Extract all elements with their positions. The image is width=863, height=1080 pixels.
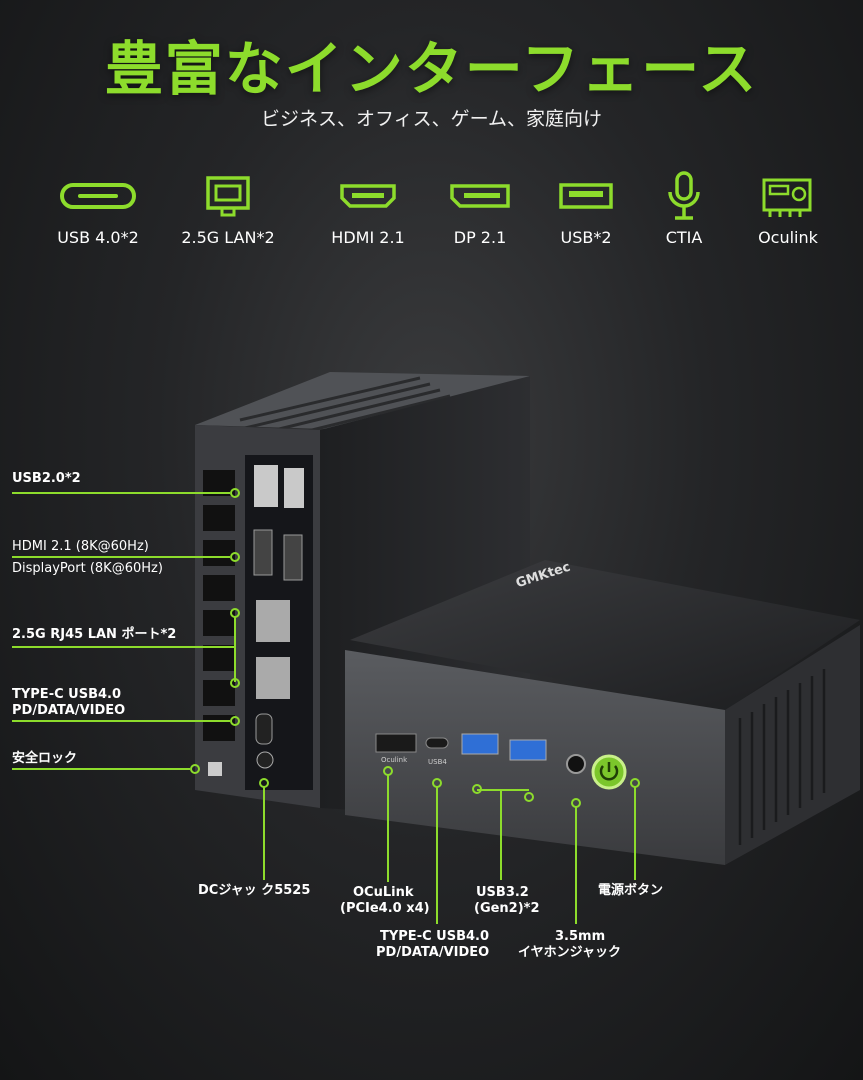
microphone-icon <box>624 168 744 224</box>
leader-dot <box>230 552 240 562</box>
leader-line <box>500 790 502 880</box>
lan-port-1 <box>256 600 290 642</box>
callout-audio-line1: 3.5mm <box>555 929 606 944</box>
page-subtitle: ビジネス、オフィス、ゲーム、家庭向け <box>260 108 603 130</box>
callout-typec-bottom-line1: TYPE-C USB4.0 <box>380 929 490 944</box>
leader-line <box>575 806 577 924</box>
interface-lan: 2.5G LAN*2 <box>168 168 288 247</box>
leader-dot <box>230 488 240 498</box>
port-label-usb4: USB4 <box>428 758 447 766</box>
leader-line <box>12 556 230 558</box>
usb-c-icon <box>38 168 158 224</box>
usb2-port <box>254 465 278 507</box>
interface-usb4: USB 4.0*2 <box>38 168 158 247</box>
callout-oculink-line2: (PCIe4.0 x4) <box>340 901 430 916</box>
callout-usb32-line2: (Gen2)*2 <box>474 901 540 916</box>
leader-line <box>12 646 234 648</box>
callout-typec-line1: TYPE-C USB4.0 <box>12 687 122 702</box>
leader-line <box>12 720 230 722</box>
interface-icon-row: USB 4.0*2 2.5G LAN*2 HDMI 2.1 DP 2.1 USB… <box>0 168 863 258</box>
callout-lan: 2.5G RJ45 LAN ポート*2 <box>12 627 177 642</box>
interface-label: Oculink <box>758 228 818 247</box>
horizontal-right-side <box>725 625 860 865</box>
front-usb32-port-2 <box>509 739 547 761</box>
leader-dot <box>259 778 269 788</box>
interface-ctia: CTIA <box>624 168 744 247</box>
leader-dot <box>230 716 240 726</box>
lan-port-icon <box>168 168 288 224</box>
leader-dot <box>571 798 581 808</box>
leader-dot <box>524 792 534 802</box>
leader-dot <box>230 608 240 618</box>
hdmi-port <box>253 529 273 576</box>
security-lock-slot <box>208 762 222 776</box>
usb-a-icon <box>526 168 646 224</box>
callout-typec-bottom-line2: PD/DATA/VIDEO <box>376 945 490 960</box>
leader-line <box>477 789 529 791</box>
front-usb32-port-1 <box>461 733 499 755</box>
interface-usb-a: USB*2 <box>526 168 646 247</box>
leader-dot <box>230 678 240 688</box>
lan-port-2 <box>256 657 290 699</box>
interface-label: DP 2.1 <box>453 228 507 247</box>
callout-hdmi: HDMI 2.1 (8K@60Hz) <box>12 539 149 554</box>
callout-oculink-line1: OCuLink <box>353 885 414 900</box>
leader-dot <box>630 778 640 788</box>
interface-oculink: Oculink <box>728 168 848 247</box>
leader-line <box>234 616 236 682</box>
dp-port <box>283 534 303 581</box>
port-label-oculink: Oculink <box>381 756 408 764</box>
callout-displayport: DisplayPort (8K@60Hz) <box>12 561 163 576</box>
interface-dp: DP 2.1 <box>420 168 540 247</box>
callout-typec-line2: PD/DATA/VIDEO <box>12 703 126 718</box>
callout-usb2: USB2.0*2 <box>12 471 81 486</box>
dc-jack <box>256 751 274 769</box>
leader-dot <box>472 784 482 794</box>
leader-line <box>634 786 636 880</box>
leader-line <box>263 786 265 880</box>
displayport-icon <box>420 168 540 224</box>
page-title: 豊富なインターフェース <box>104 35 759 103</box>
interface-label: HDMI 2.1 <box>331 228 405 247</box>
leader-line <box>12 492 230 494</box>
interface-label: USB*2 <box>560 228 612 247</box>
hdmi-port-icon <box>308 168 428 224</box>
interface-hdmi: HDMI 2.1 <box>308 168 428 247</box>
audio-jack <box>566 754 586 774</box>
callout-dc-jack: DCジャッ ク5525 <box>198 883 311 898</box>
oculink-port <box>375 733 417 753</box>
leader-line <box>387 774 389 882</box>
leader-dot <box>432 778 442 788</box>
leader-line <box>12 768 190 770</box>
leader-line <box>436 786 438 924</box>
interface-label: USB 4.0*2 <box>57 228 139 247</box>
callout-audio-line2: イヤホンジャック <box>518 945 621 960</box>
callout-lock: 安全ロック <box>12 751 78 766</box>
side-vents <box>203 470 235 741</box>
oculink-icon <box>728 168 848 224</box>
rear-usb-c-port <box>255 713 273 745</box>
horizontal-top-glass <box>350 560 860 710</box>
front-usb4-port <box>425 737 449 749</box>
interface-label: 2.5G LAN*2 <box>181 228 275 247</box>
callout-usb32-line1: USB3.2 <box>476 885 529 900</box>
interface-label: CTIA <box>665 228 703 247</box>
leader-dot <box>190 764 200 774</box>
callout-power-button: 電源ボタン <box>598 883 664 898</box>
leader-dot <box>383 766 393 776</box>
